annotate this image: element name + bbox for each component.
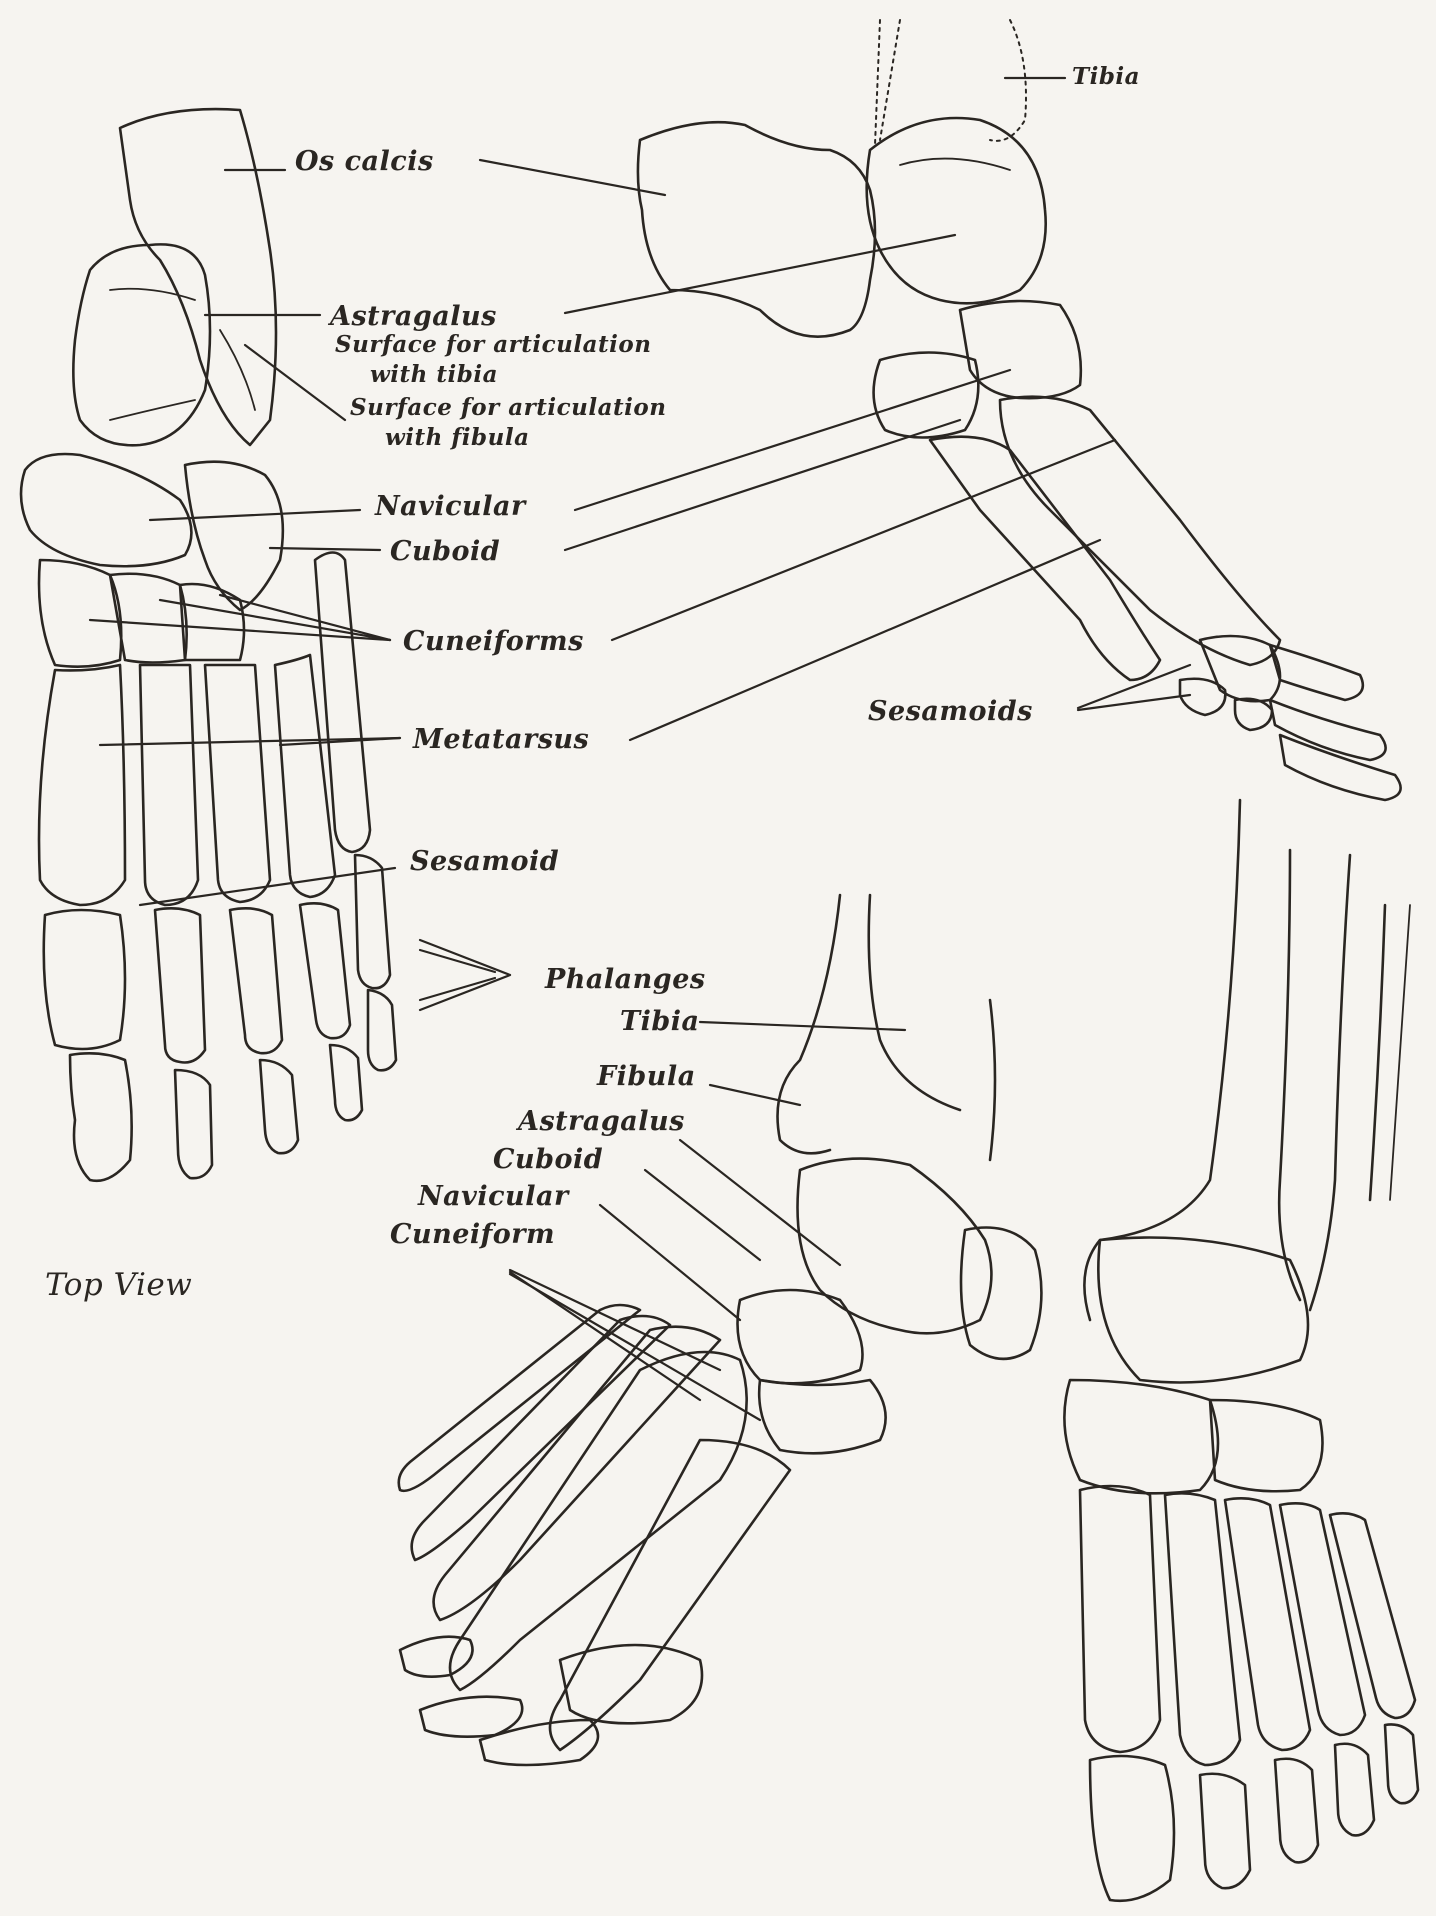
label-tibia-bottom: Tibia <box>620 1006 699 1037</box>
label-astragalus-bottom: Astragalus <box>515 1106 685 1137</box>
three-quarter-foot <box>399 895 1042 1765</box>
label-cuboid-bottom: Cuboid <box>493 1144 603 1175</box>
top-view-foot <box>21 109 396 1181</box>
label-sesamoid: Sesamoid <box>410 846 559 877</box>
top-view-leaders <box>90 170 510 1010</box>
label-layer: Os calcis Tibia Astragalus Surface for a… <box>45 63 1140 1303</box>
talus-side <box>867 118 1046 303</box>
navicular-bone <box>21 454 191 566</box>
label-cuneiforms: Cuneiforms <box>403 626 584 657</box>
label-fibula-bottom: Fibula <box>596 1061 696 1092</box>
front-view-foot <box>1064 800 1418 1901</box>
label-surface-fibula-1: Surface for articulation <box>350 394 666 421</box>
label-navicular-top: Navicular <box>374 491 527 522</box>
label-surface-fibula-2: with fibula <box>385 424 529 451</box>
tibia-3q <box>778 895 841 1153</box>
label-astragalus-top: Astragalus <box>327 301 497 332</box>
calcaneus-side <box>638 122 875 337</box>
label-top-view: Top View <box>45 1267 192 1303</box>
astragalus-bone <box>73 244 210 445</box>
label-phalanges: Phalanges <box>544 964 706 995</box>
label-os-calcis: Os calcis <box>295 146 434 177</box>
os-calcis-bone <box>120 109 276 445</box>
three-quarter-leaders <box>510 1022 905 1420</box>
label-cuneiform-bottom: Cuneiform <box>390 1219 555 1250</box>
side-view-foot <box>638 20 1401 800</box>
label-cuboid-top: Cuboid <box>390 536 500 567</box>
label-surface-tibia-1: Surface for articulation <box>335 331 651 358</box>
label-surface-tibia-2: with tibia <box>370 361 498 388</box>
label-metatarsus: Metatarsus <box>412 724 589 755</box>
cuboid-bone <box>185 462 283 610</box>
label-sesamoids: Sesamoids <box>868 696 1033 727</box>
label-navicular-bottom: Navicular <box>417 1181 570 1212</box>
label-tibia-top: Tibia <box>1072 63 1140 90</box>
